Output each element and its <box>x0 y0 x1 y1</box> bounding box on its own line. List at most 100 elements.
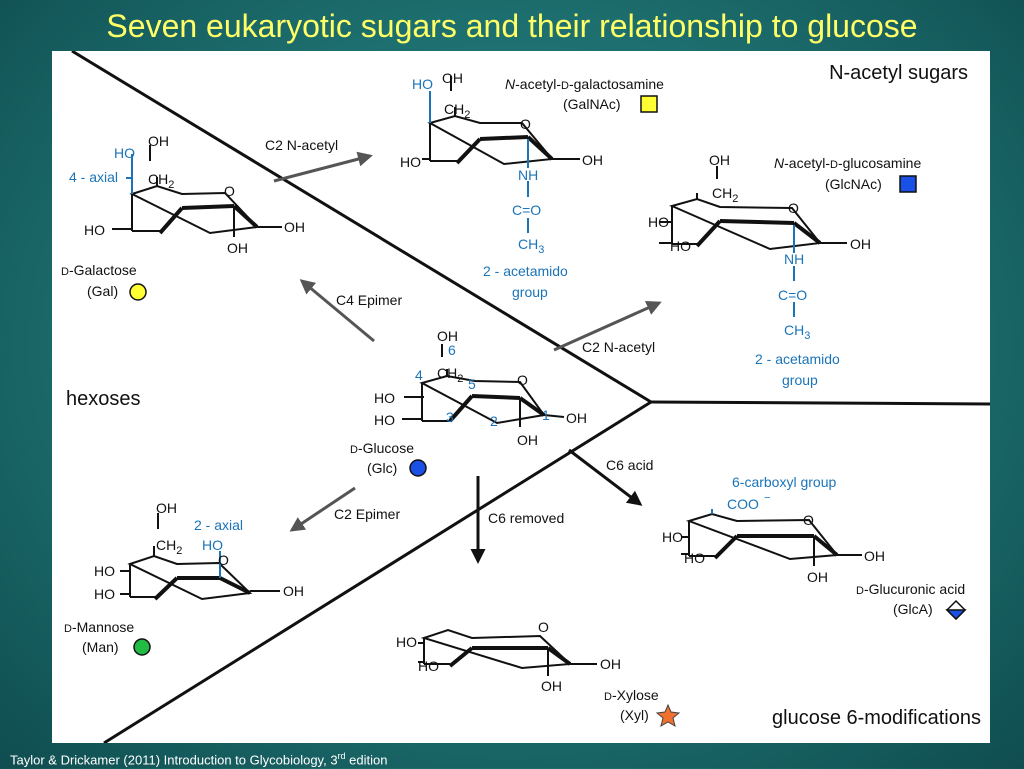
galactose-name: D-Galactose <box>61 262 137 278</box>
svg-text:OH: OH <box>709 152 730 168</box>
svg-text:HO: HO <box>114 145 135 161</box>
glucuronic-name: D-Glucuronic acid <box>856 581 965 597</box>
svg-text:HO: HO <box>374 390 395 406</box>
svg-text:OH: OH <box>437 328 458 344</box>
mannose-structure: OH CH2 O 2 - axial HO HO HO OH D-Mannose… <box>64 500 304 656</box>
glucose-carbon-4: 4 <box>415 367 423 383</box>
galactose-structure: OH CH2 O HO 4 - axial HO OH OH D-Galacto… <box>61 133 305 301</box>
svg-text:CH2: CH2 <box>437 365 463 385</box>
region-boundaries <box>71 51 990 743</box>
svg-text:HO: HO <box>662 529 683 545</box>
svg-text:HO: HO <box>374 412 395 428</box>
galnac-structure: OH CH2 O HO HO OH NH C=O CH3 2 - acetami… <box>400 70 664 300</box>
svg-text:OH: OH <box>517 432 538 448</box>
glucose-carbon-1: 1 <box>542 407 550 423</box>
xylose-name: D-Xylose <box>604 687 659 703</box>
glucuronic-carboxyl-note: 6-carboxyl group <box>732 474 836 490</box>
svg-text:OH: OH <box>864 548 885 564</box>
yellow-circle-icon <box>129 283 147 301</box>
svg-text:CH2: CH2 <box>148 171 174 191</box>
slide-title: Seven eukaryotic sugars and their relati… <box>106 8 918 44</box>
glucose-carbon-3: 3 <box>446 409 454 425</box>
svg-text:OH: OH <box>582 152 603 168</box>
glcnac-structure: OH CH2 O HO HO OH NH C=O CH3 2 - acetami… <box>648 152 921 388</box>
svg-text:HO: HO <box>400 154 421 170</box>
svg-text:OH: OH <box>148 133 169 149</box>
svg-text:OH: OH <box>227 240 248 256</box>
svg-text:HO: HO <box>648 214 669 230</box>
svg-text:HO: HO <box>84 222 105 238</box>
label-c2-nacetyl-top: C2 N-acetyl <box>265 137 338 153</box>
svg-text:HO: HO <box>412 76 433 92</box>
svg-text:O: O <box>218 552 229 568</box>
svg-text:OH: OH <box>541 678 562 694</box>
svg-text:O: O <box>517 372 528 388</box>
svg-text:CH2: CH2 <box>444 101 470 121</box>
blue-square-icon <box>899 175 917 193</box>
glcnac-abbr: (GlcNAc) <box>825 176 882 192</box>
svg-text:O: O <box>788 200 799 216</box>
arrow-c4-epimer <box>299 279 375 343</box>
mannose-abbr: (Man) <box>82 639 119 655</box>
svg-text:C=O: C=O <box>512 202 541 218</box>
svg-text:HO: HO <box>94 586 115 602</box>
label-c4-epimer: C4 Epimer <box>336 292 402 308</box>
svg-text:OH: OH <box>284 219 305 235</box>
svg-text:O: O <box>538 619 549 635</box>
glucose-structure: OH CH2 O HO HO OH OH 6 4 5 3 2 1 D-Gluco… <box>350 328 587 477</box>
glucuronic-acid-structure: 6-carboxyl group COO − O HO HO OH OH D-G… <box>662 474 967 621</box>
svg-text:HO: HO <box>396 634 417 650</box>
svg-text:NH: NH <box>518 167 538 183</box>
green-circle-icon <box>133 638 151 656</box>
svg-text:HO: HO <box>202 537 223 553</box>
label-c2-nacetyl-right: C2 N-acetyl <box>582 339 655 355</box>
glucose-carbon-5: 5 <box>468 376 476 392</box>
region-label-n-acetyl: N-acetyl sugars <box>829 62 968 84</box>
diagram-panel: N-acetyl sugars hexoses glucose 6-modifi… <box>52 51 990 743</box>
label-c6-acid: C6 acid <box>606 457 653 473</box>
svg-text:CH2: CH2 <box>712 185 738 205</box>
region-label-glucose6: glucose 6-modifications <box>772 707 981 729</box>
region-label-hexoses: hexoses <box>66 388 141 410</box>
label-c6-removed: C6 removed <box>488 510 564 526</box>
svg-text:HO: HO <box>94 563 115 579</box>
svg-text:HO: HO <box>684 550 705 566</box>
sugar-relationship-diagram: N-acetyl sugars hexoses glucose 6-modifi… <box>61 51 990 743</box>
glucose-abbr: (Glc) <box>367 460 397 476</box>
svg-text:OH: OH <box>600 656 621 672</box>
svg-text:OH: OH <box>566 410 587 426</box>
label-c2-epimer: C2 Epimer <box>334 506 400 522</box>
svg-text:O: O <box>224 183 235 199</box>
svg-text:OH: OH <box>283 583 304 599</box>
xylose-structure: O HO HO OH OH D-Xylose (Xyl) <box>396 619 681 728</box>
glucose-name: D-Glucose <box>350 440 414 456</box>
orange-star-icon <box>655 703 681 728</box>
yellow-square-icon <box>640 95 658 113</box>
glucuronic-abbr: (GlcA) <box>893 601 933 617</box>
svg-text:group: group <box>512 284 548 300</box>
mannose-axial-note: 2 - axial <box>194 517 243 533</box>
svg-text:OH: OH <box>442 70 463 86</box>
galactose-axial-note: 4 - axial <box>69 169 118 185</box>
svg-text:group: group <box>782 372 818 388</box>
svg-text:CH2: CH2 <box>156 537 182 557</box>
svg-text:CH3: CH3 <box>784 322 810 342</box>
galnac-acetamido-note: 2 - acetamido <box>483 263 568 279</box>
citation: Taylor & Drickamer (2011) Introduction t… <box>10 751 388 768</box>
svg-text:HO: HO <box>670 238 691 254</box>
svg-text:COO: COO <box>727 496 759 512</box>
svg-text:OH: OH <box>850 236 871 252</box>
arrow-c2-nacetyl-glcnac <box>553 301 662 352</box>
svg-text:OH: OH <box>156 500 177 516</box>
svg-text:C=O: C=O <box>778 287 807 303</box>
svg-text:O: O <box>803 512 814 528</box>
blue-white-diamond-icon <box>945 599 967 621</box>
galnac-abbr: (GalNAc) <box>563 96 621 112</box>
svg-text:O: O <box>520 116 531 132</box>
blue-circle-icon <box>409 459 427 477</box>
glcnac-name: N-acetyl-D-glucosamine <box>774 155 921 171</box>
glucose-carbon-2: 2 <box>490 413 498 429</box>
xylose-abbr: (Xyl) <box>620 707 649 723</box>
arrow-c2-epimer <box>289 486 356 532</box>
galactose-abbr: (Gal) <box>87 283 118 299</box>
